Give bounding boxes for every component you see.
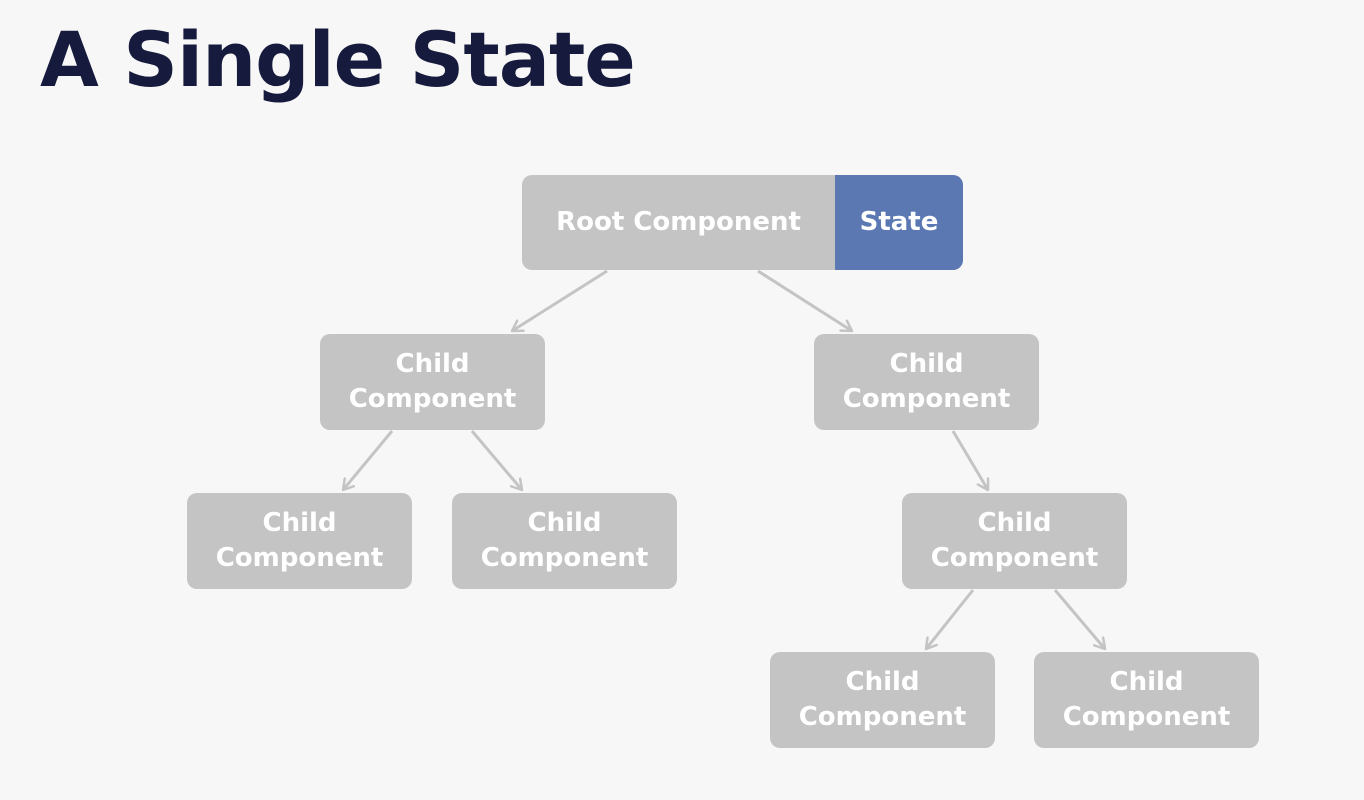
child-component-node-left-left: Child Component bbox=[187, 493, 412, 589]
child-component-node-left: Child Component bbox=[320, 334, 545, 430]
child-label-line1: Child bbox=[527, 508, 602, 538]
child-component-node-bottom-left: Child Component bbox=[770, 652, 995, 748]
child-component-node-right: Child Component bbox=[814, 334, 1039, 430]
connector-right-middle-child-to-bottom-left-child bbox=[926, 589, 975, 649]
child-label-line1: Child bbox=[889, 349, 964, 379]
child-label-line2: Component bbox=[798, 702, 967, 732]
root-component-node: Root Component State bbox=[522, 175, 963, 270]
child-component-node-left-right: Child Component bbox=[452, 493, 677, 589]
child-component-node-right-middle: Child Component bbox=[902, 493, 1127, 589]
connector-left-child-to-left-left-child bbox=[343, 430, 394, 490]
state-label: State bbox=[835, 175, 963, 270]
child-label-line2: Component bbox=[480, 543, 649, 573]
connector-right-child-to-right-middle-child bbox=[951, 430, 988, 490]
child-label-line2: Component bbox=[930, 543, 1099, 573]
child-label-line2: Component bbox=[1062, 702, 1231, 732]
slide-title: A Single State bbox=[40, 15, 636, 104]
child-label-line1: Child bbox=[845, 667, 920, 697]
connector-left-child-to-left-right-child bbox=[470, 430, 522, 490]
child-label-line2: Component bbox=[215, 543, 384, 573]
connector-right-middle-child-to-bottom-right-child bbox=[1053, 589, 1105, 649]
child-label-line1: Child bbox=[395, 349, 470, 379]
connector-root-to-left-child bbox=[512, 269, 608, 333]
root-component-label: Root Component bbox=[556, 207, 801, 237]
child-label-line2: Component bbox=[348, 384, 517, 414]
connector-root-to-right-child bbox=[757, 269, 852, 333]
child-label-line1: Child bbox=[977, 508, 1052, 538]
child-component-node-bottom-right: Child Component bbox=[1034, 652, 1259, 748]
child-label-line2: Component bbox=[842, 384, 1011, 414]
child-label-line1: Child bbox=[1109, 667, 1184, 697]
child-label-line1: Child bbox=[262, 508, 337, 538]
